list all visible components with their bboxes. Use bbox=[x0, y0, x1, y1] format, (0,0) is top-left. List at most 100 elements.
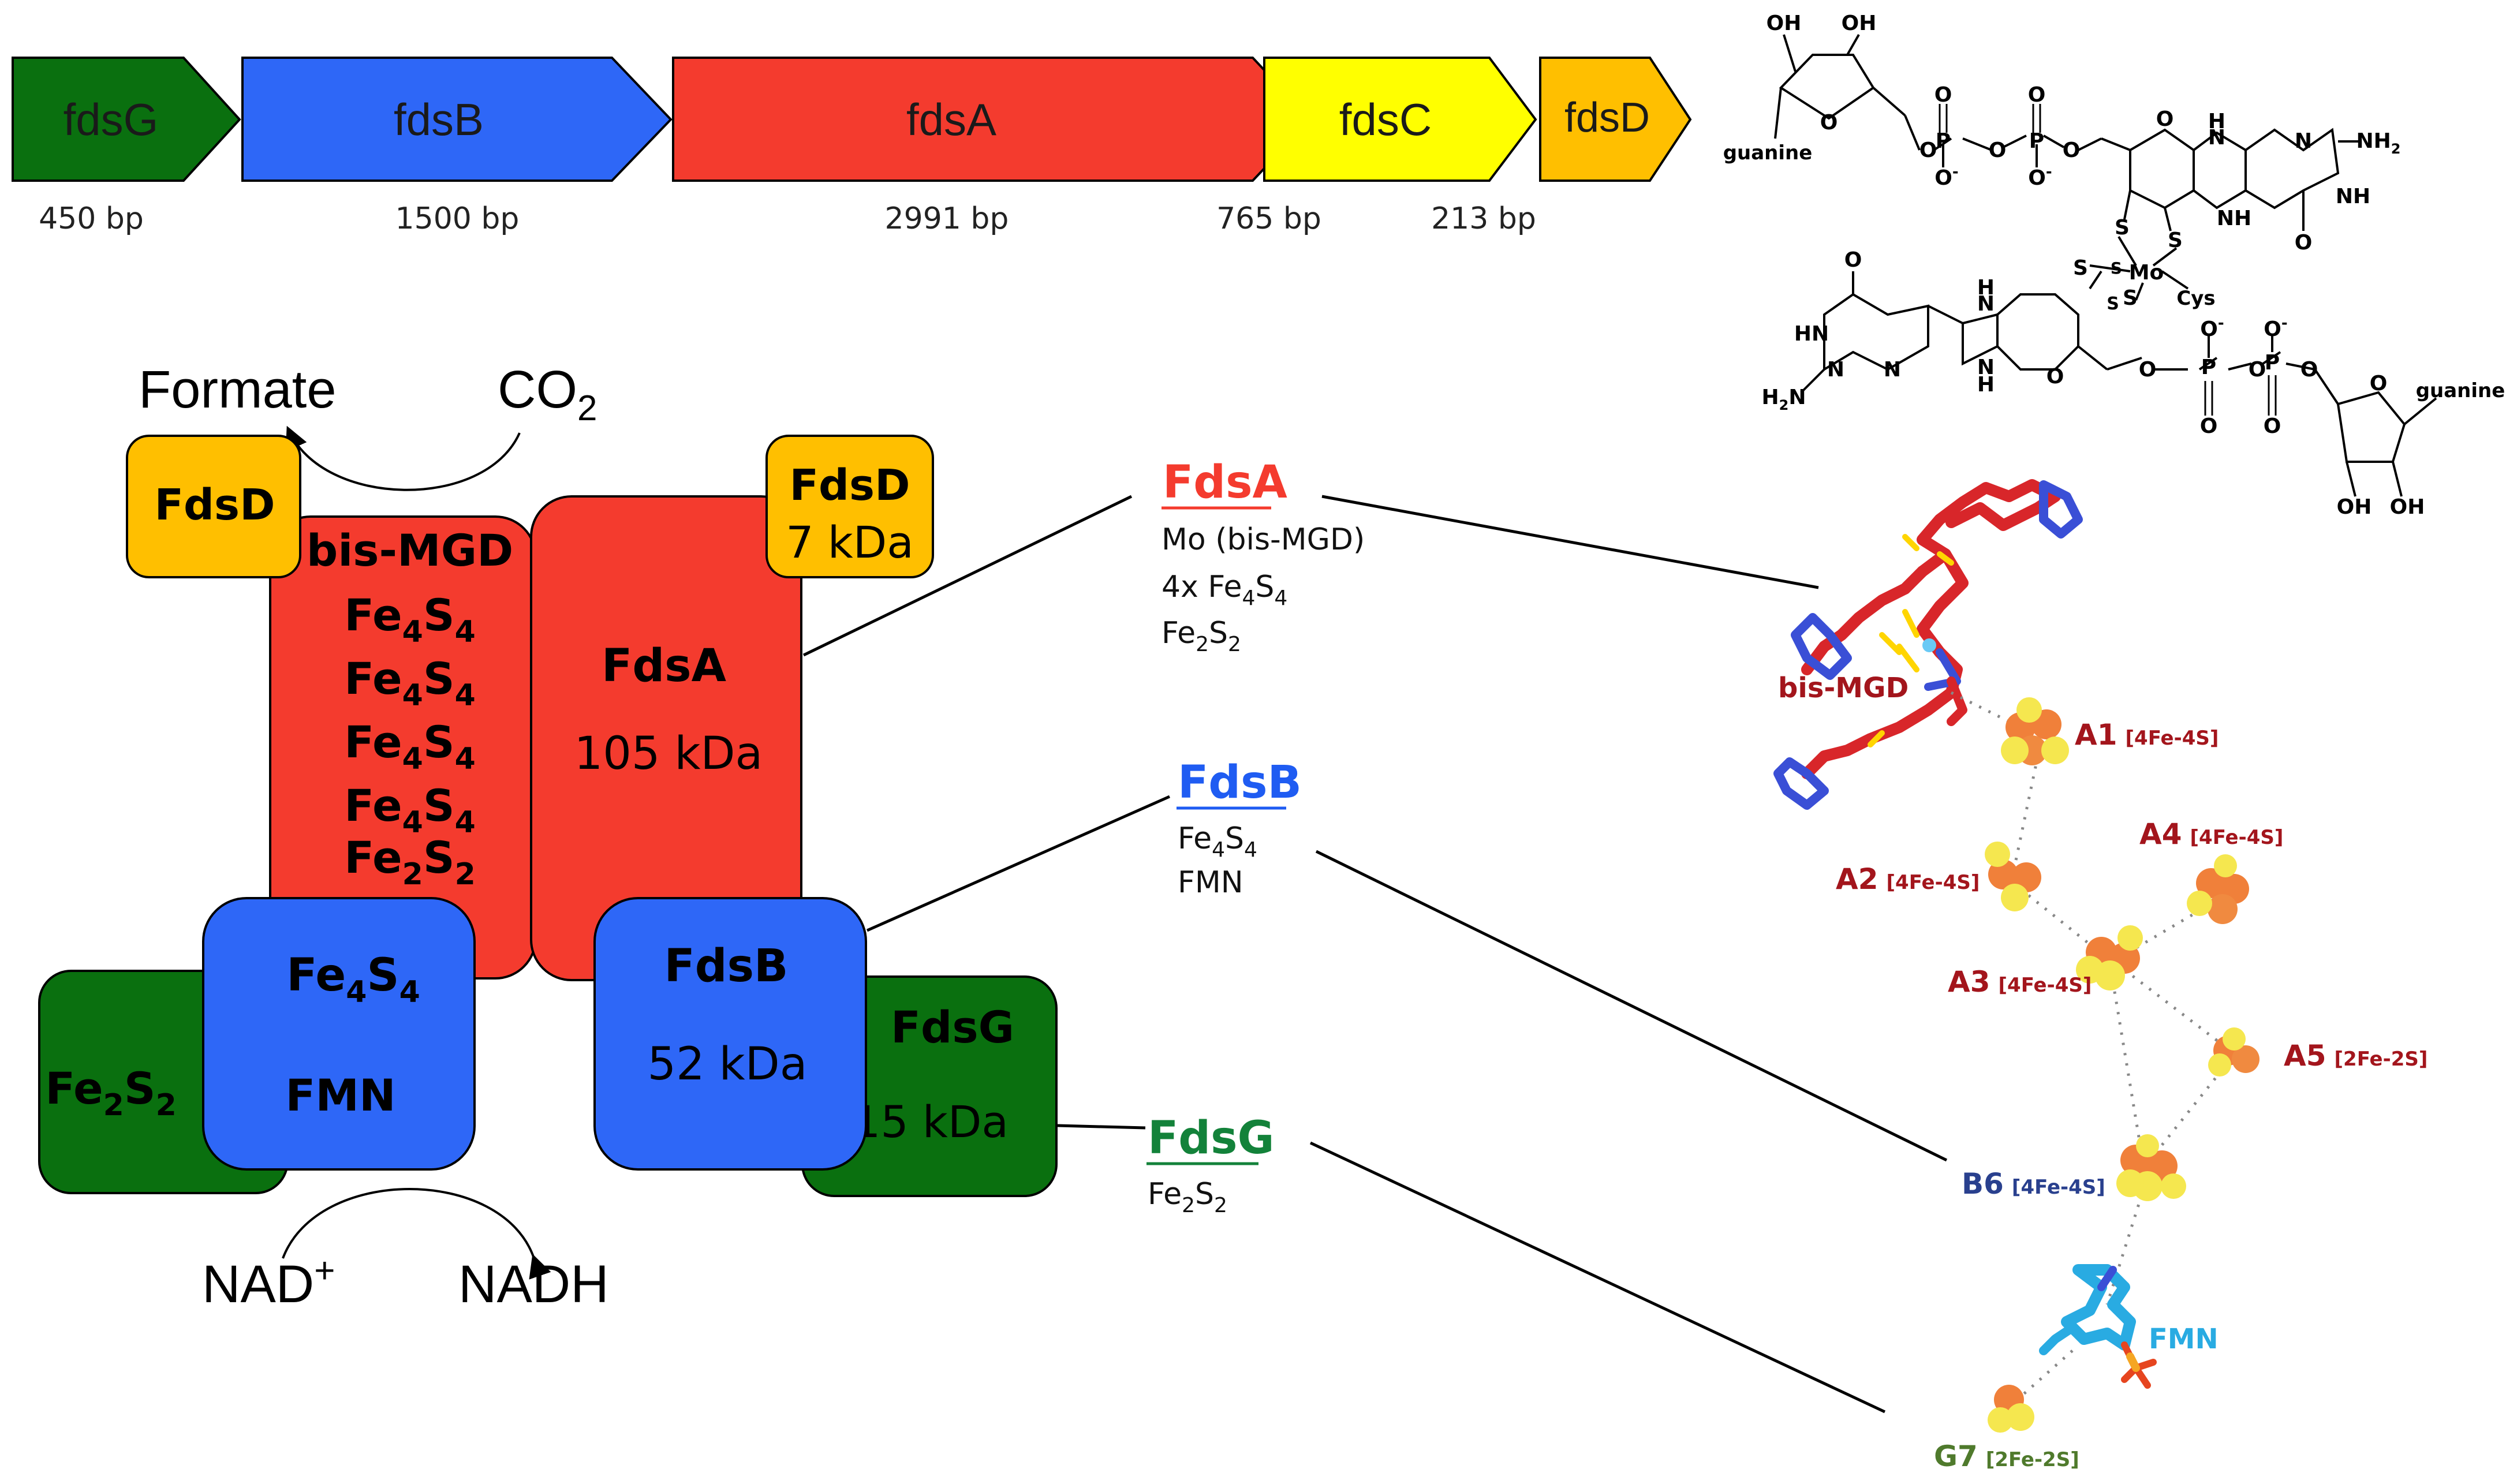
cluster-a2-balls bbox=[1985, 842, 2041, 911]
fdsg-name: FdsG bbox=[891, 1001, 1014, 1053]
legend-fdsg-title: FdsG bbox=[1148, 1112, 1275, 1164]
chem-oh-bottom-2: OH bbox=[2390, 495, 2425, 519]
line-fdsa-legend-to-structure bbox=[1321, 495, 1819, 589]
cluster-a4-balls bbox=[2187, 854, 2249, 924]
chem-nh2-top: NH2 bbox=[2356, 129, 2401, 157]
fdsg-left-fe2s2: Fe2S2 bbox=[45, 1063, 177, 1123]
gene-size-fdsa: 2991 bp bbox=[885, 201, 1009, 236]
cluster-a1-balls bbox=[2001, 697, 2069, 765]
fdsb-mass: 52 kDa bbox=[647, 1038, 807, 1090]
gene-size-fdsd: 213 bp bbox=[1431, 201, 1536, 236]
chem-o-ribose-top: O bbox=[1820, 111, 1838, 134]
gene-size-fdsg: 450 bp bbox=[39, 201, 144, 236]
chem-o-pyran-bottom: O bbox=[2046, 365, 2064, 388]
chem-o-pyran-top: O bbox=[2156, 107, 2174, 131]
chem-o-4: O bbox=[2028, 83, 2046, 107]
chem-oh-top-1: OH bbox=[1766, 12, 1802, 35]
cofactor-structure: bis-MGD bbox=[1773, 479, 2427, 1473]
product-label-co2: CO2 bbox=[498, 360, 597, 428]
gene-label-fdsc: fdsC bbox=[1339, 94, 1432, 145]
fdsa-fe4s4-label-1: Fe4S4 bbox=[344, 589, 476, 649]
chem-o-minus-1: O- bbox=[1934, 163, 1958, 190]
chem-p-1: P bbox=[1936, 129, 1951, 153]
fdsb-fe4s4-label: Fe4S4 bbox=[286, 950, 420, 1010]
fdsd-right-name: FdsD bbox=[790, 461, 910, 510]
chem-o-7: O bbox=[2200, 414, 2218, 438]
structure-bis-mgd-label: bis-MGD bbox=[1778, 672, 1909, 704]
legend-fdsb-line1: Fe4S4 bbox=[1178, 821, 1257, 862]
nadh-label: NADH bbox=[458, 1255, 609, 1314]
chem-n-top-1: N bbox=[2208, 126, 2225, 149]
cluster-a1-label: A1[4Fe-4S] bbox=[2075, 718, 2219, 752]
cluster-b6-balls bbox=[2116, 1134, 2186, 1201]
chem-p-3: P bbox=[2201, 356, 2216, 379]
chem-o-ribose-bottom: O bbox=[2370, 372, 2388, 395]
gene-label-fdsd: fdsD bbox=[1564, 95, 1650, 141]
cluster-a2-label: A2[4Fe-4S] bbox=[1836, 862, 1980, 896]
fdsb-name: FdsB bbox=[664, 940, 789, 992]
fdsa-fe4s4-stack: Fe4S4 Fe4S4 Fe4S4 Fe4S4 Fe2S2 bbox=[344, 589, 476, 892]
fdsb-cofactor-block bbox=[202, 897, 476, 1171]
legend: FdsA Mo (bis-MGD) 4x Fe4S4 Fe2S2 FdsB Fe… bbox=[1146, 457, 1365, 1217]
chem-p-2: P bbox=[2029, 129, 2044, 153]
cluster-g7-balls bbox=[1988, 1385, 2034, 1433]
chem-s-5: S bbox=[2107, 294, 2119, 314]
chem-h-top: H bbox=[2208, 110, 2225, 133]
chem-h2n-bottom: H2N bbox=[1762, 386, 1806, 413]
gene-size-fdsc: 765 bp bbox=[1216, 201, 1321, 236]
fdsb-block bbox=[593, 897, 867, 1171]
chem-o-carbonyl-bottom: O bbox=[1844, 248, 1862, 272]
chem-nh-top: NH bbox=[2336, 185, 2370, 208]
gene-arrow-fdsg bbox=[12, 57, 241, 182]
chem-o-minus-3: O- bbox=[2200, 315, 2224, 341]
gene-size-fdsb: 1500 bp bbox=[395, 201, 520, 236]
cluster-a3-label: A3[4Fe-4S] bbox=[1948, 965, 2092, 999]
chem-bonds bbox=[1774, 34, 2437, 497]
gene-arrow-fdsb bbox=[241, 57, 673, 182]
chem-s-3: S bbox=[2073, 256, 2088, 280]
operon: fdsG fdsB fdsA fdsC fdsD 450 bp 1500 bp … bbox=[12, 57, 1692, 236]
formate-to-co2-arrow bbox=[285, 425, 521, 491]
chem-s-6: S bbox=[2111, 259, 2122, 278]
legend-fdsa-title: FdsA bbox=[1163, 457, 1287, 509]
gene-label-fdsb: fdsB bbox=[394, 94, 484, 145]
cluster-a4-label: A4[4Fe-4S] bbox=[2139, 817, 2283, 851]
chem-o-minus-4: O- bbox=[2264, 315, 2287, 341]
chem-o-2: O bbox=[1934, 83, 1952, 107]
gene-label-fdsa: fdsA bbox=[906, 94, 996, 145]
chem-o-5: O bbox=[2063, 139, 2081, 162]
chem-s-4: S bbox=[2123, 286, 2138, 310]
chem-o-3: O bbox=[1989, 139, 2007, 162]
line-fdsg-block-to-legend bbox=[1057, 1124, 1146, 1130]
chem-oh-bottom-1: OH bbox=[2337, 495, 2372, 519]
fdsa-fe4s4-label-3: Fe4S4 bbox=[344, 716, 476, 776]
fdsb-fmn-label: FMN bbox=[285, 1070, 395, 1121]
legend-fdsb-title: FdsB bbox=[1178, 757, 1302, 809]
chem-h-bottom: H bbox=[1977, 373, 1995, 397]
chem-o-1: O bbox=[1919, 139, 1937, 162]
cluster-labels: A1[4Fe-4S] A2[4Fe-4S] A3[4Fe-4S] A4[4Fe-… bbox=[1836, 718, 2427, 1473]
gene-arrow-fdsc bbox=[1263, 57, 1537, 182]
chem-h-mid: H bbox=[1977, 276, 1995, 300]
path-a3-b6 bbox=[2111, 981, 2143, 1155]
complex-schematic: Formate CO2 FdsD FdsD 7 kDa bis-MGD Fe4S… bbox=[38, 360, 1058, 1314]
chem-cys: Cys bbox=[2176, 287, 2215, 310]
substrate-label-formate: Formate bbox=[139, 360, 337, 419]
fdsa-fe4s4-label-4: Fe4S4 bbox=[344, 780, 476, 840]
cluster-a3-balls bbox=[2076, 925, 2143, 990]
chem-guanine-top: guanine bbox=[1723, 141, 1813, 165]
path-fmn-g7 bbox=[2019, 1350, 2074, 1398]
chem-nh-top-2: NH bbox=[2217, 207, 2251, 230]
legend-fdsa-line1: Mo (bis-MGD) bbox=[1162, 522, 1365, 557]
chem-s-1: S bbox=[2115, 216, 2130, 240]
cluster-b6-label: B6[4Fe-4S] bbox=[1962, 1167, 2105, 1201]
chem-guanine-bottom: guanine bbox=[2416, 379, 2505, 402]
path-a3-a5 bbox=[2123, 969, 2224, 1046]
chem-n-bottom-3: N bbox=[1977, 356, 1995, 379]
connector-lines bbox=[802, 495, 1948, 1414]
chem-n-bottom-2: N bbox=[1827, 358, 1844, 382]
gene-arrow-fdsd bbox=[1539, 57, 1692, 182]
nad-plus-label: NAD+ bbox=[202, 1251, 335, 1314]
nad-nadh-arrow bbox=[282, 1188, 551, 1280]
